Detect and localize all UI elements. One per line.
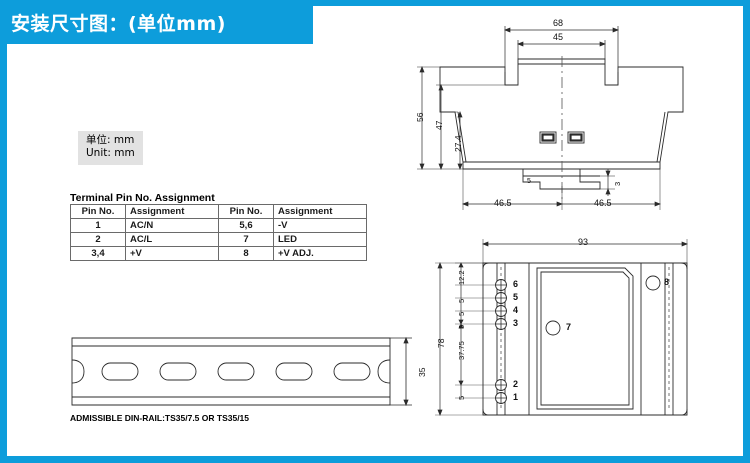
cell-pin: 7 xyxy=(218,232,274,247)
terminal-face-drawing xyxy=(435,239,688,416)
cell-pin: 3,4 xyxy=(70,246,126,261)
col-header-assignment-1: Assignment xyxy=(125,204,219,219)
pin-table-title: Terminal Pin No. Assignment xyxy=(70,192,215,204)
adj-label-8: 8 xyxy=(664,277,670,287)
cell-assignment: -V xyxy=(273,218,367,233)
unit-note-box: 单位: mm Unit: mm xyxy=(78,131,143,165)
front-foot-depth-dim: 3 xyxy=(613,181,622,186)
table-row: 1 AC/N 5,6 -V xyxy=(70,218,367,233)
front-elevation-drawing xyxy=(417,26,684,210)
terminal-label-5: 5 xyxy=(513,292,519,302)
terminal-label-6: 6 xyxy=(513,279,519,289)
cell-pin: 8 xyxy=(218,246,274,261)
front-foot-step-dim: 5 xyxy=(527,178,531,185)
frame-border-bottom xyxy=(0,456,750,463)
cell-assignment: AC/L xyxy=(125,232,219,247)
cell-pin: 5,6 xyxy=(218,218,274,233)
unit-note-cn: 单位: mm xyxy=(86,134,135,146)
frame-border-top xyxy=(0,0,750,6)
bottom-width-dim: 93 xyxy=(578,237,589,247)
front-lower-height-dim: 27.4 xyxy=(453,135,463,152)
frame-border-left xyxy=(0,0,7,463)
din-rail-profile xyxy=(71,336,412,407)
col-header-assignment-2: Assignment xyxy=(273,204,367,219)
din-rail-note: ADMISSIBLE DIN-RAIL:TS35/7.5 OR TS35/15 xyxy=(70,413,250,423)
bottom-bottom-pitch-dim: 5 xyxy=(457,395,466,400)
cell-assignment: +V xyxy=(125,246,219,261)
cell-pin: 1 xyxy=(70,218,126,233)
bottom-pitch-1-dim: 5 xyxy=(457,298,466,303)
page-title: 安装尺寸图：(单位mm) xyxy=(11,12,226,35)
front-height-dim: 56 xyxy=(415,112,425,122)
table-header-row: Pin No. Assignment Pin No. Assignment xyxy=(70,204,367,219)
bottom-pitch-2-dim: 5 xyxy=(457,311,466,316)
cell-assignment: AC/N xyxy=(125,218,219,233)
header-banner: 安装尺寸图：(单位mm) xyxy=(0,0,313,44)
terminal-label-2: 2 xyxy=(513,379,519,389)
pin-assignment-table: Pin No. Assignment Pin No. Assignment 1 … xyxy=(70,204,367,261)
led-label-7: 7 xyxy=(566,322,572,332)
cell-assignment: +V ADJ. xyxy=(273,246,367,261)
unit-note-en: Unit: mm xyxy=(86,147,135,160)
frame-border-right xyxy=(743,0,750,463)
front-body-height-dim: 47 xyxy=(434,120,444,130)
terminal-label-3: 3 xyxy=(513,318,519,328)
front-topwidth-dim: 45 xyxy=(553,32,564,42)
cell-assignment: LED xyxy=(273,232,367,247)
bottom-height-dim: 78 xyxy=(436,338,446,348)
front-width-dim: 68 xyxy=(553,18,564,28)
front-left-half-dim: 46.5 xyxy=(494,198,512,208)
bottom-mid-gap-dim: 37.75 xyxy=(457,341,466,360)
bottom-top-offset-dim: 12.2 xyxy=(457,270,466,285)
table-row: 2 AC/L 7 LED xyxy=(70,232,367,247)
col-header-pin-1: Pin No. xyxy=(70,204,126,219)
cell-pin: 2 xyxy=(70,232,126,247)
front-right-half-dim: 46.5 xyxy=(594,198,612,208)
terminal-label-1: 1 xyxy=(513,392,519,402)
col-header-pin-2: Pin No. xyxy=(218,204,274,219)
table-row: 3,4 +V 8 +V ADJ. xyxy=(70,246,367,261)
bottom-pitch-3-dim: 5 xyxy=(457,324,466,329)
terminal-label-4: 4 xyxy=(513,305,519,315)
